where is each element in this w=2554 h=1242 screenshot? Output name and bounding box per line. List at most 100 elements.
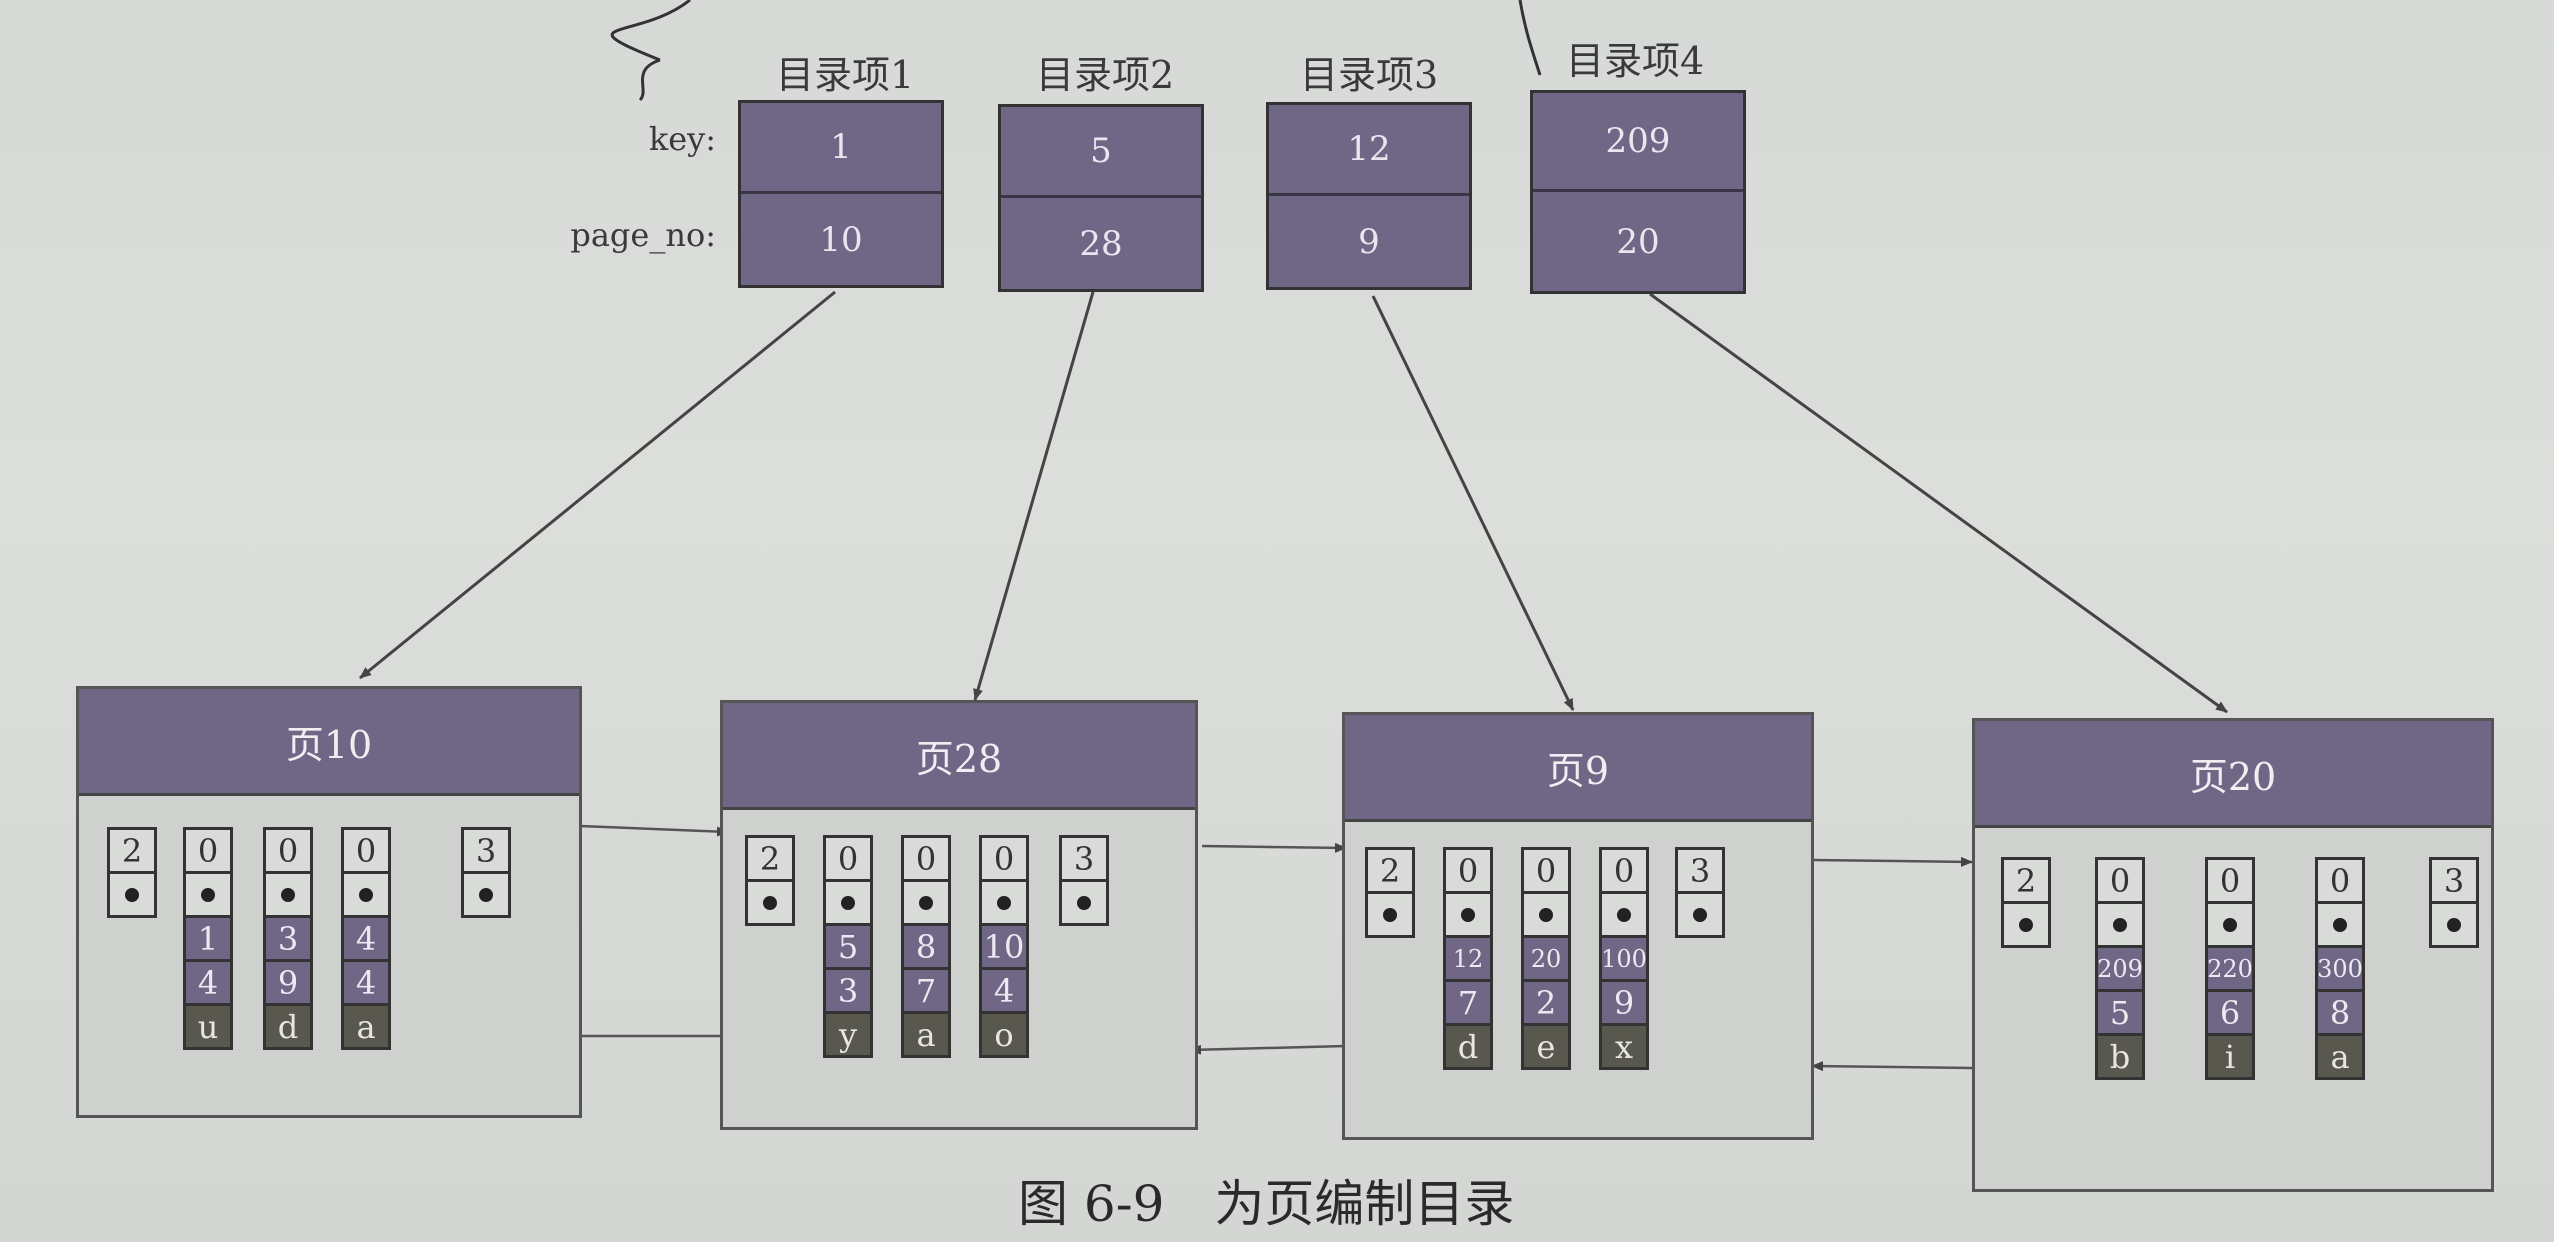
next-pointer [1599,891,1649,938]
record-type: 0 [823,835,873,882]
directory-key-3: 12 [1269,105,1469,196]
page-title: 页10 [79,689,579,796]
arrow-dir3-page9 [1371,295,1575,711]
record-type: 0 [979,835,1029,882]
record-column-3: e [1521,1023,1571,1070]
record-type: 0 [2315,857,2365,904]
record-type: 0 [901,835,951,882]
pointer-dot-icon [919,895,933,910]
page-no-label: page_no: [570,216,716,254]
arrow-page10-page28 [579,824,729,837]
page-title: 页9 [1345,715,1811,822]
record-column-2: 4 [183,959,233,1006]
record-key: 3 [263,915,313,962]
record-column-2: 4 [341,959,391,1006]
next-pointer [2095,901,2145,948]
arrow-dir2-page28 [973,291,1095,701]
pointer-dot-icon [201,887,215,902]
record-column-2: 4 [979,967,1029,1014]
supremum-record: 3 [1675,847,1725,938]
key-label: key: [648,120,716,158]
record-type: 0 [2205,857,2255,904]
record-column-3: b [2095,1033,2145,1080]
infimum-record: 2 [1365,847,1415,938]
handdrawn-curve-left [610,0,691,102]
record-column-3: d [263,1003,313,1050]
pointer-dot-icon [359,887,373,902]
record-type: 2 [1365,847,1415,894]
record-column-3: y [823,1011,873,1058]
pointer-dot-icon [1461,907,1475,922]
record-type: 2 [745,835,795,882]
next-pointer [1521,891,1571,938]
next-pointer [183,871,233,918]
record-type: 0 [183,827,233,874]
infimum-record: 2 [745,835,795,926]
next-pointer [1675,891,1725,938]
record-type: 3 [461,827,511,874]
pointer-dot-icon [1539,907,1553,922]
next-pointer [2315,901,2365,948]
directory-page-no-3: 9 [1358,221,1380,262]
next-pointer [263,871,313,918]
directory-key-1: 1 [741,103,941,194]
record-column-2: 8 [2315,989,2365,1036]
arrow-page9-page28 [1189,1044,1347,1055]
pointer-dot-icon [2113,917,2127,932]
pointer-dot-icon [1617,907,1631,922]
record-type: 2 [2001,857,2051,904]
next-pointer [901,879,951,926]
record-key: 10 [979,923,1029,970]
pointer-dot-icon [2019,917,2033,932]
record-column-3: d [1443,1023,1493,1070]
record-type: 0 [263,827,313,874]
pointer-dot-icon [1383,907,1397,922]
record-column-3: a [901,1011,951,1058]
next-pointer [1059,879,1109,926]
pointer-dot-icon [2447,917,2461,932]
record-key: 100 [1599,935,1649,982]
directory-entry-4: 209 20 [1530,90,1746,294]
pointer-dot-icon [479,887,493,902]
record-column-2: 9 [263,959,313,1006]
record-column-2: 7 [1443,979,1493,1026]
record-column-2: 2 [1521,979,1571,1026]
pointer-dot-icon [763,895,777,910]
record-column-3: x [1599,1023,1649,1070]
next-pointer [745,879,795,926]
next-pointer [1365,891,1415,938]
directory-title-3: 目录项3 [1300,53,1439,97]
record-type: 0 [341,827,391,874]
record-column-2: 7 [901,967,951,1014]
pointer-dot-icon [1693,907,1707,922]
directory-title-2: 目录项2 [1036,53,1175,97]
record-column-3: a [2315,1033,2365,1080]
record-key: 5 [823,923,873,970]
infimum-record: 2 [107,827,157,918]
record-type: 3 [2429,857,2479,904]
record-key: 300 [2315,945,2365,992]
record-key: 8 [901,923,951,970]
record-key: 20 [1521,935,1571,982]
record-column-3: u [183,1003,233,1050]
record-key: 209 [2095,945,2145,992]
arrow-dir4-page20 [1649,292,2228,714]
figure-caption: 图 6-9 为页编制目录 [1018,1175,1515,1233]
record-type: 0 [1443,847,1493,894]
pointer-dot-icon [1077,895,1091,910]
record-type: 0 [2095,857,2145,904]
next-pointer [2205,901,2255,948]
directory-entry-3: 12 9 [1266,102,1472,290]
pointer-dot-icon [281,887,295,902]
record-type: 0 [1599,847,1649,894]
directory-title-4: 目录项4 [1566,39,1705,83]
pointer-dot-icon [997,895,1011,910]
